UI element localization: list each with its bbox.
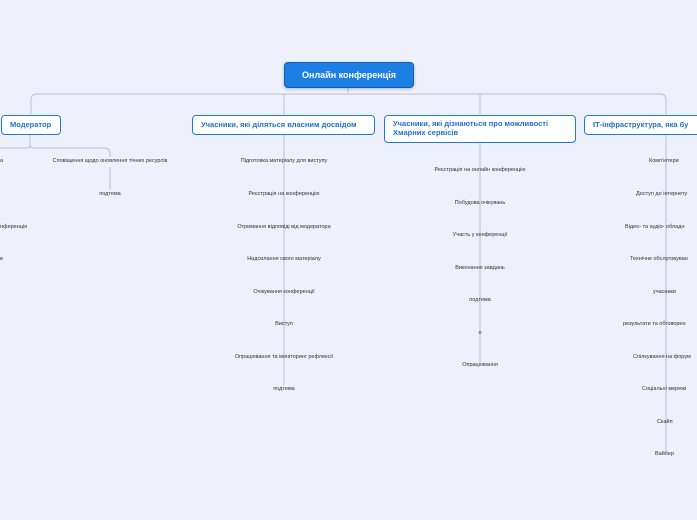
leaf-it-8[interactable]: Соціальні мережі <box>642 386 687 392</box>
leaf-it-6[interactable]: результати та обговорен <box>623 321 686 327</box>
leaf-learning-1[interactable]: Реєстрація на онлайн конференцію <box>434 167 526 173</box>
leaf-it-3[interactable]: Відео- та аудіо- обладн <box>625 224 685 230</box>
branch-moderator[interactable]: Модератор <box>1 115 61 135</box>
leaf-learning-7[interactable]: Опрацювання <box>462 362 498 368</box>
leaf-sharing-3[interactable]: Отримання відповіді від модератора <box>237 224 331 230</box>
leaf-it-1[interactable]: Комп'ютери <box>649 158 679 164</box>
leaf-sharing-5[interactable]: Очікування конференції <box>253 289 315 295</box>
leaf-sharing-6[interactable]: Виступ <box>275 321 293 327</box>
leaf-moderator-2[interactable]: подтема <box>99 191 121 197</box>
root-to-branches-connector <box>30 87 667 114</box>
leaf-sharing-2[interactable]: Реєстрація на конференцію <box>248 191 320 197</box>
leaf-it-9[interactable]: Скайп <box>657 419 673 425</box>
branch-learning-participants[interactable]: Учасники, які дізнаються про можливості … <box>384 115 576 143</box>
leaf-learning-4[interactable]: Виконання завдань <box>455 265 505 271</box>
leaf-learning-5[interactable]: подтема <box>469 297 491 303</box>
leaf-learning-3[interactable]: Участь у конференції <box>452 232 508 238</box>
leaf-it-4[interactable]: Технічне обслуговуван <box>630 256 688 262</box>
leaf-moderator-cut-1[interactable]: а <box>0 158 4 164</box>
leaf-sharing-4[interactable]: Надсилання свого матеріалу <box>247 256 321 262</box>
leaf-it-7[interactable]: Спілкування на форум <box>633 354 691 360</box>
leaf-moderator-cut-3[interactable]: в <box>0 256 3 262</box>
leaf-it-10[interactable]: Вайбер <box>655 451 675 457</box>
leaf-sharing-7[interactable]: Опрацювання та моніторинг рефлексії <box>234 354 334 360</box>
central-topic[interactable]: Онлайн конференція <box>284 62 414 88</box>
leaf-learning-2[interactable]: Побудова очікувань <box>454 200 506 206</box>
leaf-learning-6[interactable]: о <box>478 330 482 336</box>
leaf-sharing-1[interactable]: Підготовка матеріалу для виступу <box>240 158 328 164</box>
branch-1-children-connector <box>0 135 111 190</box>
leaf-moderator-cut-2[interactable]: нференція <box>0 224 28 230</box>
leaf-moderator-1[interactable]: Сповіщення щодо оновлення тічних ресурсі… <box>52 158 168 164</box>
leaf-it-5[interactable]: учасники <box>653 289 677 295</box>
branch-sharing-participants[interactable]: Учасники, які діляться власним досвідом <box>192 115 375 135</box>
leaf-it-2[interactable]: Доступ до інтернету <box>636 191 688 197</box>
branch-it-infrastructure[interactable]: ІТ-інфраструктура, яка бу <box>584 115 697 135</box>
leaf-sharing-8[interactable]: подтема <box>273 386 295 392</box>
